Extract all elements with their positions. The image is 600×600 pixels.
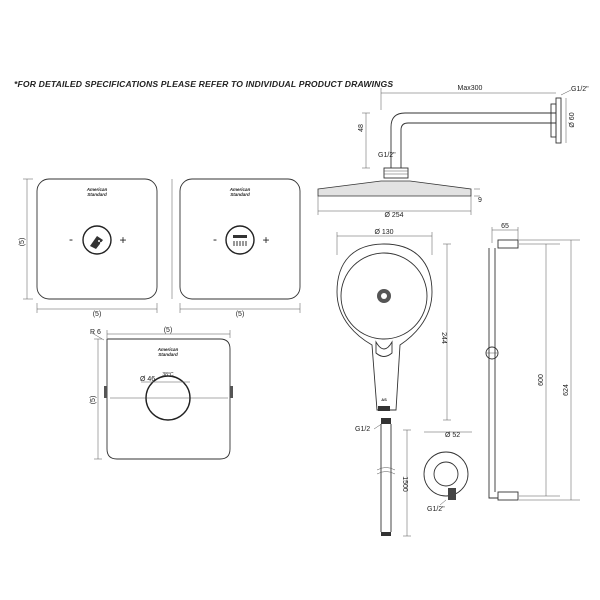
outlet-diameter-dim: Ø 52 — [445, 432, 460, 439]
slide-rail: 65 600 624 — [485, 223, 580, 501]
arm-length-dim: Max300 — [458, 85, 483, 92]
rail-offset-dim: 65 — [501, 223, 509, 230]
head-diameter-dim: Ø 254 — [384, 212, 403, 219]
overhead-selector-knob[interactable] — [225, 225, 255, 255]
outlet-thread-dim: G1/2" — [427, 506, 445, 513]
chamfer-dim: R 6 — [90, 329, 101, 336]
minus-sign: - — [69, 232, 73, 246]
valve-plate-shower: American Standard - + (5) (5) — [19, 178, 158, 318]
plate-width-dim: (5) — [236, 311, 245, 318]
temperature-dial[interactable] — [145, 375, 191, 421]
svg-text:American: American — [86, 187, 108, 192]
brand-logo: American Standard — [157, 347, 179, 357]
specification-note: *FOR DETAILED SPECIFICATIONS PLEASE REFE… — [14, 79, 394, 89]
hand-shower-width-dim: Ø 130 — [374, 229, 393, 236]
plate-height-dim: (5) — [19, 238, 26, 247]
plus-sign: + — [262, 233, 269, 247]
shower-selector-knob[interactable] — [82, 225, 112, 255]
brand-logo: American Standard — [229, 187, 251, 197]
wall-outlet: Ø 52 G1/2" — [423, 431, 472, 513]
svg-text:Standard: Standard — [230, 192, 250, 197]
svg-text:American: American — [229, 187, 251, 192]
thermostat-plate: R 6 (5) (5) American Standard 38°C Ø 46 — [90, 327, 233, 460]
svg-text:American: American — [157, 347, 179, 352]
hand-shower-length-dim: 244 — [440, 332, 447, 344]
hand-shower-icon — [90, 236, 103, 249]
temperature-label: 38°C — [162, 372, 174, 378]
svg-text:Standard: Standard — [158, 352, 178, 357]
valve-plate-overhead: American Standard - + (5) — [171, 178, 301, 318]
minus-sign: - — [213, 232, 217, 246]
svg-text:Standard: Standard — [87, 192, 107, 197]
rail-total-length-dim: 624 — [563, 384, 570, 396]
head-thickness-dim: 9 — [478, 197, 482, 204]
thermostat-width-dim: (5) — [164, 327, 173, 334]
arm-thread-dim: G1/2" — [571, 86, 589, 93]
plus-sign: + — [119, 233, 126, 247]
shower-arm: Max300 Ø 60 G1/2" 48 G1/2" — [358, 85, 589, 179]
brand-mark: AS — [381, 397, 387, 402]
hand-shower-thread-dim: G1/2 — [355, 426, 370, 433]
shower-hose: 1500 — [376, 418, 411, 537]
plate-width-dim: (5) — [93, 311, 102, 318]
flange-diameter-dim: Ø 60 — [569, 112, 576, 127]
arm-drop-dim: 48 — [358, 124, 365, 132]
thermostat-height-dim: (5) — [90, 396, 97, 405]
hose-length-dim: 1500 — [401, 476, 408, 492]
hand-shower: Ø 130 AS 244 G1/2 — [336, 229, 451, 433]
brand-logo: American Standard — [86, 187, 108, 197]
dial-diameter-dim: Ø 46 — [140, 376, 155, 383]
rail-inner-length-dim: 600 — [538, 374, 545, 386]
head-thread-dim: G1/2" — [378, 152, 396, 159]
overhead-shower-head: Ø 254 9 — [317, 180, 482, 219]
rain-shower-icon — [233, 235, 247, 246]
